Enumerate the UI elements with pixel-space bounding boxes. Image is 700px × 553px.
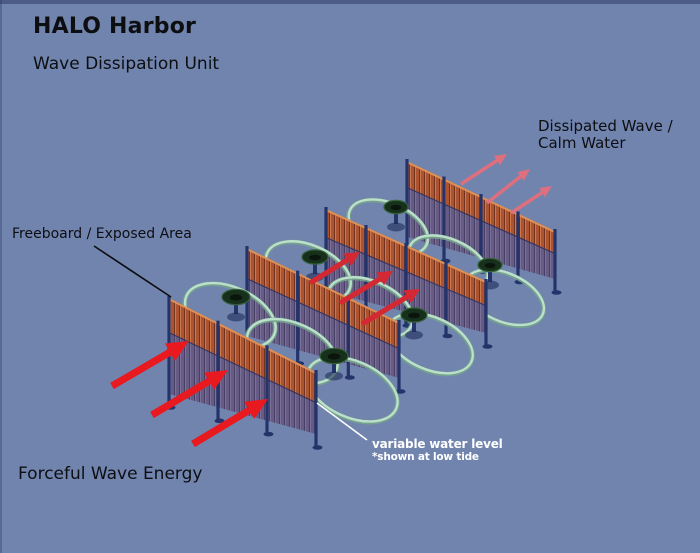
float-post <box>332 356 336 373</box>
wave-arrow <box>485 169 530 205</box>
wave-arrow <box>308 252 360 286</box>
panel-post <box>479 194 483 271</box>
label-water-level: variable water level <box>372 437 503 451</box>
float-donut-hole <box>390 204 402 211</box>
freeboard-panel <box>169 298 316 402</box>
panel-post <box>444 261 448 336</box>
label-dissipated-line1: Dissipated Wave / <box>538 117 673 135</box>
float-post <box>234 297 238 314</box>
page-title: HALO Harbor <box>33 14 197 39</box>
page-subtitle: Wave Dissipation Unit <box>33 54 220 74</box>
float-shadow <box>227 312 245 322</box>
wave-arrow <box>150 370 228 419</box>
waterline-seam <box>169 332 316 404</box>
fence-row <box>243 246 406 394</box>
panel-post <box>314 370 318 447</box>
panel-top-cap <box>169 298 316 375</box>
panel-post <box>346 295 350 377</box>
post-foot <box>551 290 562 295</box>
wave-arrow <box>460 154 507 186</box>
fence-row <box>165 296 323 450</box>
post-foot <box>442 333 453 339</box>
panel-post <box>442 176 446 261</box>
panel-post <box>364 225 368 315</box>
panel-post <box>397 320 401 391</box>
forceful-arrows <box>110 341 268 448</box>
panel-post <box>265 345 269 434</box>
through-arrows <box>308 252 420 327</box>
panel-post <box>516 211 520 282</box>
water-level-pointer-line <box>316 402 368 441</box>
wave-arrow <box>191 399 268 448</box>
submerged-panel <box>247 278 399 378</box>
panel-top-cap <box>247 248 399 325</box>
fence-row <box>403 159 562 295</box>
float-donut-hole <box>408 312 420 319</box>
fence-row <box>322 207 493 349</box>
float-donut-hole <box>309 254 321 261</box>
panel-post <box>553 229 557 292</box>
top-edge-shade <box>0 0 700 4</box>
panel-post <box>484 279 488 346</box>
wave-arrow <box>110 341 189 390</box>
label-dissipated-line2: Calm Water <box>538 134 626 152</box>
float-post <box>394 207 398 224</box>
freeboard-panel <box>247 248 399 348</box>
float-donut-hole <box>229 294 243 301</box>
left-edge-shade <box>0 0 2 553</box>
post-foot <box>263 431 274 437</box>
label-water-level-note: *shown at low tide <box>372 451 479 463</box>
float-post <box>412 315 416 332</box>
float-post <box>313 257 317 274</box>
freeboard-pointer-line <box>93 245 172 298</box>
waterline-seam <box>247 278 399 350</box>
float-post <box>488 265 492 282</box>
panel-post <box>404 243 408 325</box>
panel-post <box>216 320 220 421</box>
float-donut-hole <box>484 262 496 269</box>
float-donut-hole <box>327 353 341 360</box>
label-freeboard: Freeboard / Exposed Area <box>12 226 192 242</box>
post-foot <box>482 344 493 349</box>
submerged-panel <box>169 332 316 434</box>
post-foot <box>312 445 323 450</box>
label-dissipated-wave: Dissipated Wave / Calm Water <box>538 118 673 152</box>
wave-arrow <box>360 289 420 327</box>
wave-arrow <box>338 271 393 306</box>
label-forceful-wave: Forceful Wave Energy <box>18 464 203 484</box>
post-foot <box>344 375 355 380</box>
post-foot <box>395 389 406 394</box>
panel-post <box>296 270 300 363</box>
post-foot <box>214 418 225 424</box>
dissipated-arrows <box>460 154 552 215</box>
float-shadow <box>325 371 343 381</box>
wave-arrow <box>510 186 552 215</box>
float-shadow <box>387 222 405 232</box>
float-shadow <box>405 330 423 340</box>
